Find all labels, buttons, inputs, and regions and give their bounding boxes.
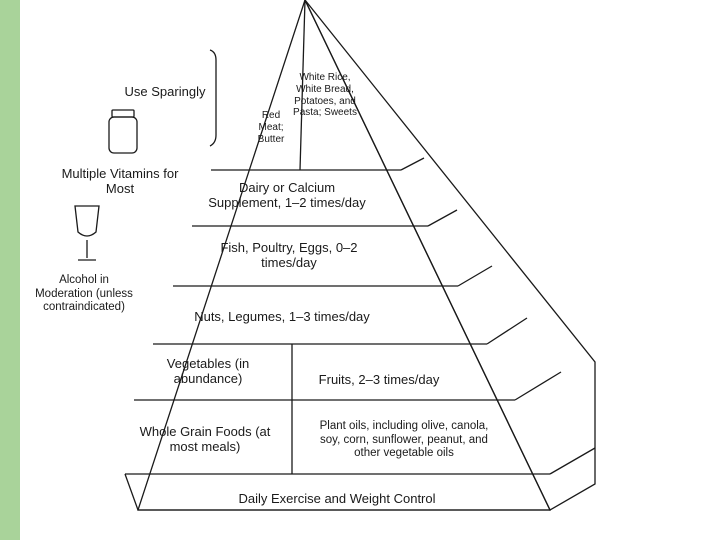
use-sparingly-bracket <box>209 49 217 147</box>
vegetables-tier-label: Vegetables (in abundance) <box>166 356 250 387</box>
apex-divider <box>299 0 306 171</box>
use-sparingly-label: Use Sparingly <box>124 84 206 99</box>
grains-tier-label: Whole Grain Foods (at most meals) <box>139 424 271 455</box>
vitamin-jar-icon <box>108 109 138 154</box>
page-side-bar <box>0 0 20 540</box>
dairy-tier-label: Dairy or Calcium Supplement, 1–2 times/d… <box>208 180 366 211</box>
vitamins-label: Multiple Vitamins for Most <box>61 166 179 197</box>
nuts-tier-label: Nuts, Legumes, 1–3 times/day <box>194 309 370 324</box>
base-tier-label: Daily Exercise and Weight Control <box>238 491 436 506</box>
healthy-eating-pyramid: Red Meat; Butter White Rice, White Bread… <box>20 0 720 540</box>
fruits-tier-label: Fruits, 2–3 times/day <box>318 372 440 387</box>
pyramid-side-face <box>304 0 596 511</box>
fish-tier-label: Fish, Poultry, Eggs, 0–2 times/day <box>220 240 358 271</box>
apex-right-label: White Rice, White Bread, Potatoes, and P… <box>293 72 357 119</box>
alcohol-label: Alcohol in Moderation (unless contraindi… <box>35 274 133 314</box>
pyramid-drawing <box>74 0 596 511</box>
oils-tier-label: Plant oils, including olive, canola, soy… <box>319 420 489 460</box>
wine-glass-icon <box>74 205 100 261</box>
apex-left-label: Red Meat; Butter <box>257 110 285 145</box>
